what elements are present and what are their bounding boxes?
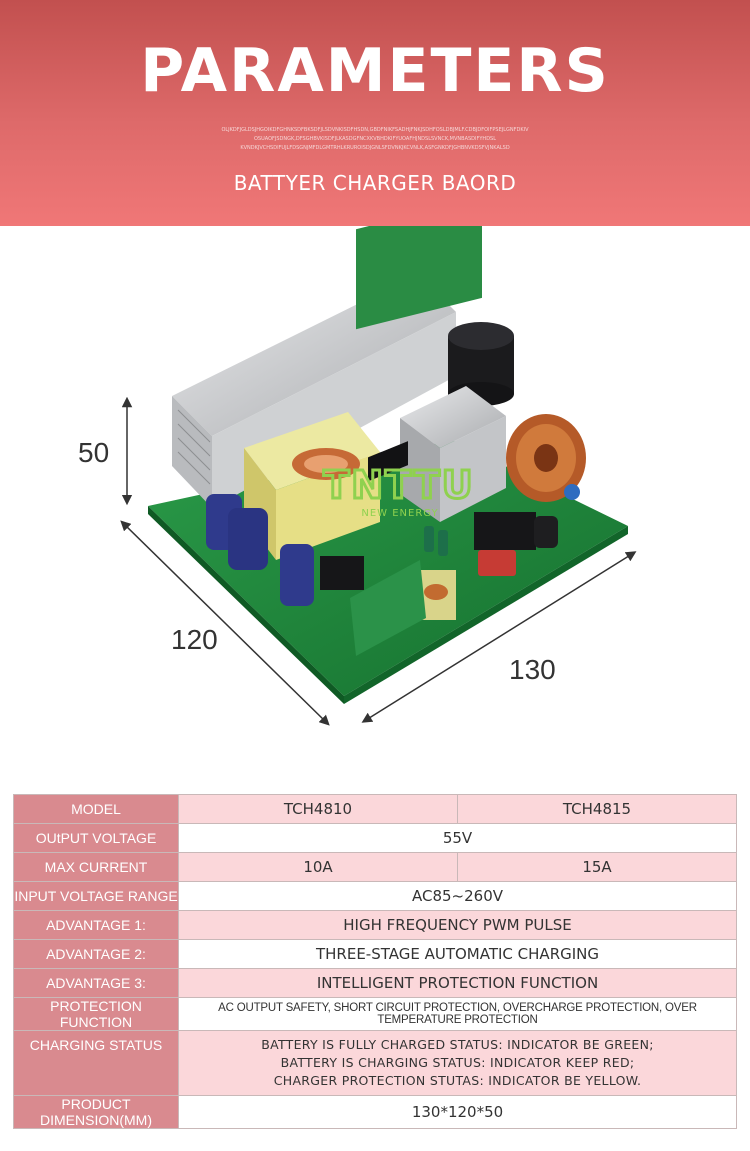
charging-status-value: BATTERY IS FULLY CHARGED STATUS: INDICAT…	[178, 1030, 737, 1096]
brand-logo-tag: NEW ENERGY	[361, 508, 438, 519]
heat-sink-small	[400, 386, 506, 522]
decorative-text-line-1: OLJKDFJGLDSJHGOIKDFGHNKSDFBKSDFJLSDVNKIS…	[221, 127, 529, 133]
advantage-2-value: THREE-STAGE AUTOMATIC CHARGING	[178, 939, 737, 969]
max-current-b-value: 15A	[457, 852, 737, 882]
row-label-charging-status: CHARGING STATUS	[13, 1030, 179, 1096]
table-row-input-voltage: INPUT VOLTAGE RANGE AC85~260V	[13, 881, 737, 911]
row-label-advantage-2: ADVANTAGE 2:	[13, 939, 179, 969]
output-voltage-value: 55V	[178, 823, 737, 853]
advantage-3-value: INTELLIGENT PROTECTION FUNCTION	[178, 968, 737, 998]
length-arrow	[361, 551, 637, 723]
row-label-advantage-3: ADVANTAGE 3:	[13, 968, 179, 998]
main-capacitor	[448, 322, 514, 406]
table-row-advantage-2: ADVANTAGE 2: THREE-STAGE AUTOMATIC CHARG…	[13, 939, 737, 969]
page-subtitle: BATTYER CHARGER BAORD	[233, 171, 517, 195]
table-row-output-voltage: OUtPUT VOLTAGE 55V	[13, 823, 737, 853]
model-b-value: TCH4815	[457, 794, 737, 824]
charging-status-line-1: BATTERY IS FULLY CHARGED STATUS: INDICAT…	[261, 1037, 654, 1052]
model-a-value: TCH4810	[178, 794, 458, 824]
table-row-advantage-3: ADVANTAGE 3: INTELLIGENT PROTECTION FUNC…	[13, 968, 737, 998]
driver-board	[350, 441, 426, 656]
row-label-input-voltage: INPUT VOLTAGE RANGE	[13, 881, 179, 911]
row-label-output-voltage: OUtPUT VOLTAGE	[13, 823, 179, 853]
page-title: PARAMETERS	[140, 36, 610, 106]
decorative-text-line-2: OSUAOFJSDNGK,DFSGHBVKISDFJLKASDGFNCXKVBH…	[253, 136, 497, 142]
row-label-max-current: MAX CURRENT	[13, 852, 179, 882]
table-row-charging-status: CHARGING STATUS BATTERY IS FULLY CHARGED…	[13, 1030, 737, 1096]
brand-logo-text: TNTTU	[323, 463, 474, 507]
control-card	[356, 197, 482, 330]
decorative-text-line-3: KVNDKJVCHSDIFUJLFDSGNJMFDLGMTRHLKRUROISD…	[240, 145, 510, 151]
dimension-value: 130*120*50	[178, 1095, 737, 1129]
table-row-dimension: PRODUCT DIMENSION(MM) 130*120*50	[13, 1095, 737, 1129]
protection-value: AC OUTPUT SAFETY, SHORT CIRCUIT PROTECTI…	[178, 997, 737, 1031]
charging-status-line-2: BATTERY IS CHARGING STATUS: INDICATOR KE…	[280, 1055, 635, 1070]
charging-status-line-3: CHARGER PROTECTION STUTAS: INDICATOR BE …	[273, 1073, 642, 1088]
table-row-advantage-1: ADVANTAGE 1: HIGH FREQUENCY PWM PULSE	[13, 910, 737, 940]
row-label-protection: PROTECTION FUNCTION	[13, 997, 179, 1031]
dimension-length-label: 130	[509, 654, 556, 685]
width-arrow	[120, 520, 330, 726]
product-illustration: TNTTU NEW ENERGY 50 120 130	[0, 197, 750, 766]
header-banner: PARAMETERS OLJKDFJGLDSJHGOIKDFGHNKSDFBKS…	[0, 0, 750, 226]
table-row-max-current: MAX CURRENT 10A 15A	[13, 852, 737, 882]
advantage-1-value: HIGH FREQUENCY PWM PULSE	[178, 910, 737, 940]
row-label-advantage-1: ADVANTAGE 1:	[13, 910, 179, 940]
input-voltage-value: AC85~260V	[178, 881, 737, 911]
brand-logo: TNTTU NEW ENERGY	[322, 462, 474, 520]
charger-board-image: TNTTU NEW ENERGY	[120, 197, 637, 726]
max-current-a-value: 10A	[178, 852, 458, 882]
row-label-dimension: PRODUCT DIMENSION(MM)	[13, 1095, 179, 1129]
row-label-model: MODEL	[13, 794, 179, 824]
inductor-coil	[506, 414, 586, 502]
relays-and-parts	[320, 484, 580, 620]
table-row-model: MODEL TCH4810 TCH4815	[13, 794, 737, 824]
table-row-protection: PROTECTION FUNCTION AC OUTPUT SAFETY, SH…	[13, 997, 737, 1031]
dimension-height-label: 50	[78, 437, 110, 468]
small-capacitors	[206, 494, 448, 606]
dimension-width-label: 120	[171, 624, 218, 655]
parameter-table: MODEL TCH4810 TCH4815 OUtPUT VOLTAGE 55V…	[13, 794, 737, 1129]
